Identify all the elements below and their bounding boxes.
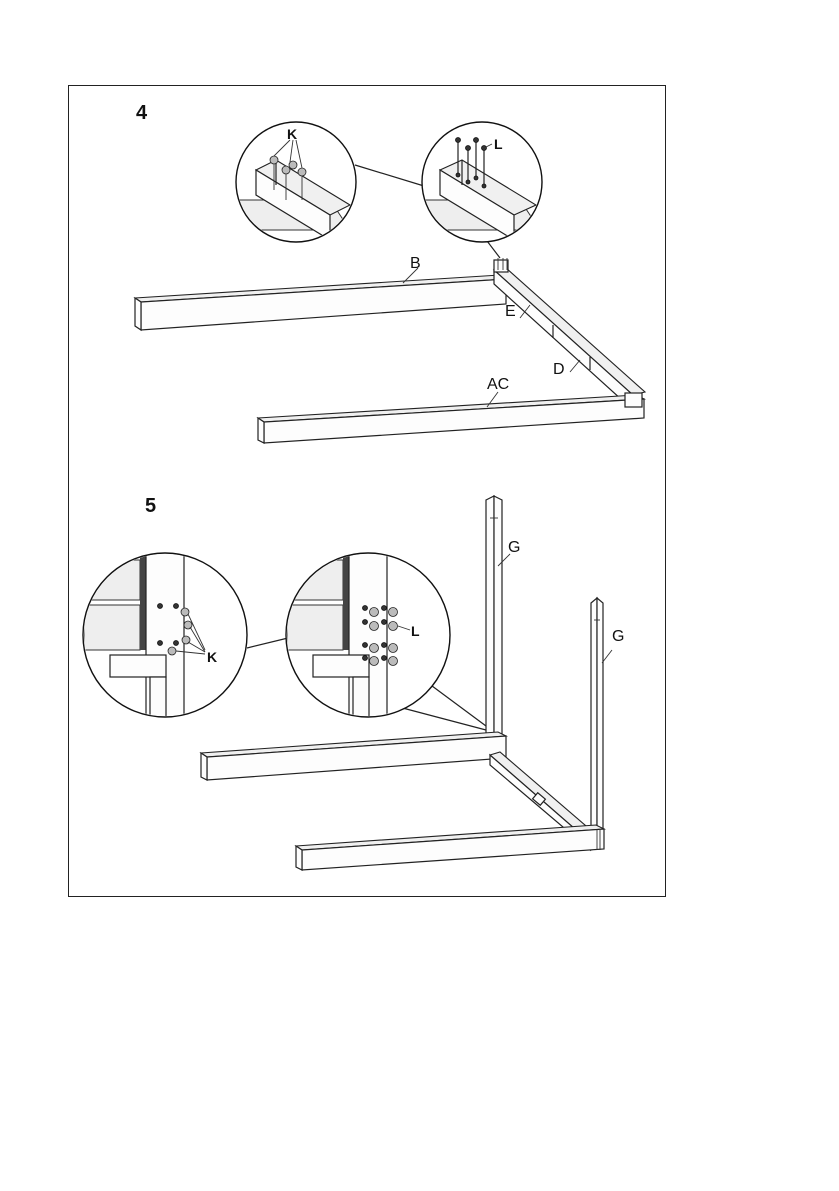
label-l: L <box>411 623 420 639</box>
step-number: 4 <box>136 102 148 124</box>
step-number: 5 <box>145 495 156 517</box>
label-e: E <box>505 303 516 320</box>
leader-line <box>424 680 486 726</box>
detail-circle-k: K <box>236 122 356 242</box>
step-4: 4 <box>135 102 645 443</box>
detail-circle-k: K <box>83 550 247 720</box>
detail-circle-l: L <box>286 550 450 720</box>
post-g-left: G <box>486 496 520 738</box>
leader-line <box>355 165 424 186</box>
label-g: G <box>508 539 520 556</box>
detail-circle-l: L <box>422 122 542 242</box>
label-k: K <box>287 126 297 142</box>
beam-b: B <box>135 255 506 330</box>
label-d: D <box>553 361 565 378</box>
label-k: K <box>207 649 217 665</box>
step-5: 5 <box>83 495 624 870</box>
beam-ac: AC <box>258 376 644 443</box>
beam-front <box>201 732 506 780</box>
leader-line <box>395 706 486 730</box>
leader-line <box>247 638 288 648</box>
post-g-right: G <box>591 598 624 850</box>
beam-rear <box>296 825 604 870</box>
label-l: L <box>494 136 503 152</box>
label-ac: AC <box>487 376 509 393</box>
beam-e-d: E D <box>494 258 645 410</box>
label-g: G <box>612 628 624 645</box>
label-b: B <box>410 255 421 272</box>
